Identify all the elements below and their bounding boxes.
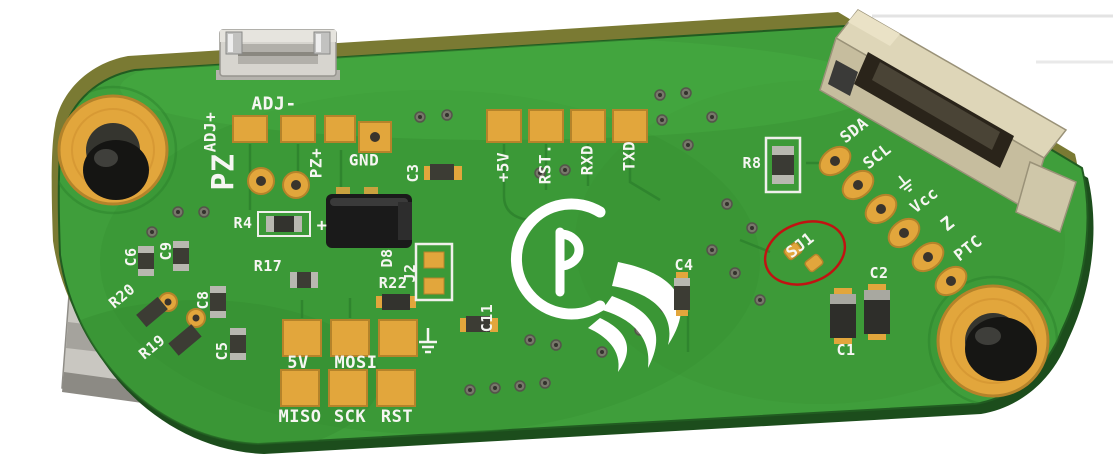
- label-sck: SCK: [334, 407, 366, 427]
- copper-traces: [58, 85, 1059, 407]
- component-c11: [460, 316, 498, 332]
- component-c4: [674, 272, 690, 316]
- label-rxd: RXD: [578, 145, 597, 175]
- label-rst: RST.: [536, 144, 555, 185]
- gnd-symbol-isp: [419, 328, 437, 354]
- label-plus5v: +5V: [494, 152, 513, 182]
- background-artifact-lines: [872, 14, 1113, 64]
- label-isp-5v: 5V: [287, 353, 308, 373]
- label-miso: MISO: [279, 407, 322, 427]
- label-c2: C2: [869, 264, 888, 282]
- component-c1: [830, 288, 856, 344]
- serial-header-pads: [486, 109, 648, 143]
- label-r17: R17: [254, 257, 283, 275]
- adj-header-pads: [232, 115, 392, 199]
- sensor-header-pads: [818, 145, 968, 297]
- label-mosi: MOSI: [335, 353, 378, 373]
- label-adj-plus: ADJ+: [201, 112, 220, 153]
- adj-header-holes: [256, 132, 380, 190]
- label-r8: R8: [742, 154, 761, 172]
- component-r22: [376, 294, 416, 310]
- component-j2-jumper: [414, 242, 454, 302]
- component-r8: [764, 136, 802, 194]
- label-pz: PZ: [207, 153, 242, 190]
- label-d8: D8: [378, 248, 396, 267]
- isp-header-pads: [280, 319, 418, 407]
- component-regulator: [326, 187, 412, 248]
- right-edge-connector: [819, 9, 1077, 234]
- label-c9: C9: [157, 241, 175, 260]
- label-c6: C6: [122, 247, 140, 266]
- sj1-jumper-pads: [783, 241, 824, 273]
- label-r4: R4: [233, 214, 252, 232]
- label-c5: C5: [213, 341, 231, 360]
- label-c1: C1: [836, 341, 855, 359]
- component-r4: [257, 211, 311, 237]
- top-edge-connector: [216, 29, 340, 80]
- annotation-circle-sj1: [763, 220, 847, 286]
- mount-pad-bottom-right: [936, 284, 1050, 398]
- label-pz-plus: PZ+: [307, 148, 326, 178]
- component-c3: [424, 164, 462, 180]
- flame-logo: [510, 198, 681, 372]
- label-adj-minus: ADJ-: [251, 94, 296, 115]
- label-j2: J2: [401, 263, 419, 282]
- label-c4: C4: [674, 256, 693, 274]
- component-c2: [864, 284, 890, 340]
- gnd-symbol-sensor-header: [898, 175, 913, 193]
- label-plus: +: [317, 216, 328, 236]
- mount-pad-top-left: [57, 94, 169, 206]
- label-txd: TXD: [620, 141, 639, 171]
- label-c11: C11: [478, 304, 496, 333]
- label-c3: C3: [404, 163, 422, 182]
- label-gnd: GND: [349, 151, 379, 170]
- label-c8: C8: [194, 290, 212, 309]
- label-r22: R22: [379, 274, 408, 292]
- components-bottom-left-cluster: [136, 241, 318, 360]
- label-rst-isp: RST: [381, 407, 413, 427]
